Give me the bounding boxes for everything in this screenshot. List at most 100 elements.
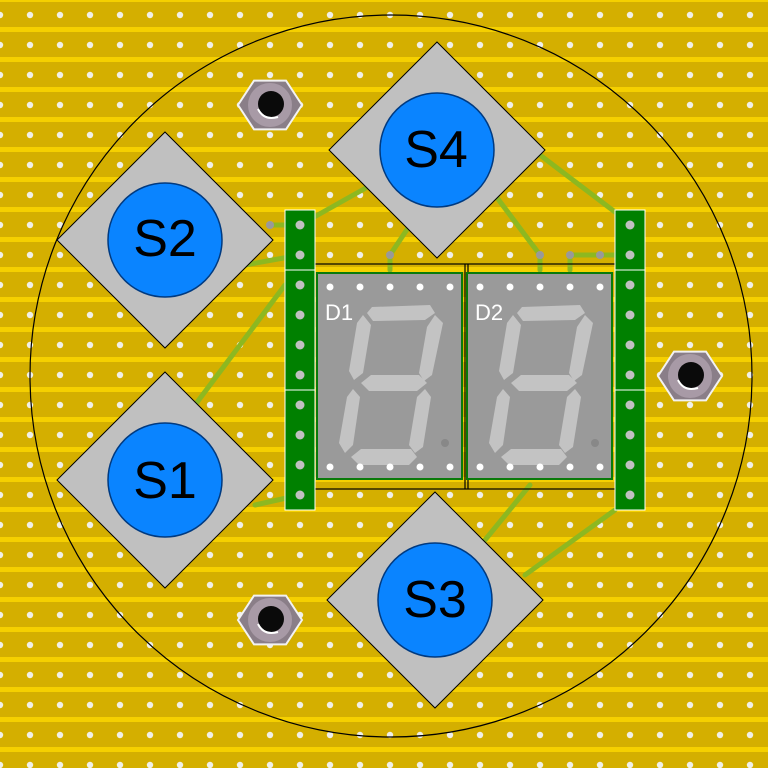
strip-hole (56, 101, 64, 109)
strip-hole (146, 41, 154, 49)
strip-hole (326, 131, 334, 139)
header-segment (284, 209, 316, 271)
strip-hole (326, 731, 334, 739)
strip-hole (56, 11, 64, 19)
strip-hole (266, 551, 274, 559)
strip-hole (446, 761, 454, 768)
header-segment (614, 389, 646, 511)
header-pin (295, 370, 305, 380)
strip-hole (236, 71, 244, 79)
strip-hole (326, 761, 334, 768)
wire (387, 222, 413, 258)
strip-hole (146, 701, 154, 709)
header-pin (295, 340, 305, 350)
strip-hole (56, 401, 64, 409)
strip-hole (506, 491, 514, 499)
strip-hole (656, 281, 664, 289)
strip-gap (0, 537, 768, 542)
strip-hole (0, 641, 4, 649)
display-pin (536, 283, 544, 291)
strip-hole (506, 191, 514, 199)
strip-hole (116, 41, 124, 49)
strip-hole (236, 671, 244, 679)
header-pin (295, 280, 305, 290)
strip-hole (656, 761, 664, 768)
strip-hole (476, 41, 484, 49)
strip-hole (26, 491, 34, 499)
strip-hole (506, 251, 514, 259)
strip-hole (416, 761, 424, 768)
strip-hole (0, 431, 4, 439)
strip-hole (296, 581, 304, 589)
strip-hole (716, 671, 724, 679)
display-d2 (466, 272, 613, 480)
strip-hole (146, 611, 154, 619)
strip-hole (0, 71, 4, 79)
display-pin (506, 283, 514, 291)
strip-hole (746, 311, 754, 319)
header-pin (295, 220, 305, 230)
strip-hole (296, 671, 304, 679)
strip-hole (536, 581, 544, 589)
strip-hole (716, 551, 724, 559)
strip-hole (536, 521, 544, 529)
strip-hole (686, 461, 694, 469)
strip-hole (116, 761, 124, 768)
strip-hole (26, 611, 34, 619)
strip-hole (566, 161, 574, 169)
strip-hole (656, 101, 664, 109)
strip-hole (56, 161, 64, 169)
strip-hole (26, 311, 34, 319)
strip-hole (446, 41, 454, 49)
strip-hole (86, 401, 94, 409)
strip-hole (746, 71, 754, 79)
strip-hole (746, 581, 754, 589)
strip-hole (116, 71, 124, 79)
strip-hole (476, 701, 484, 709)
strip-hole (86, 731, 94, 739)
strip-hole (0, 731, 4, 739)
strip-hole (116, 11, 124, 19)
strip-hole (566, 611, 574, 619)
strip-hole (206, 41, 214, 49)
mounting-nut-bottom (236, 594, 304, 646)
strip-hole (296, 161, 304, 169)
strip-hole (716, 311, 724, 319)
display-pin (326, 463, 334, 471)
strip-hole (386, 71, 394, 79)
strip-hole (566, 761, 574, 768)
strip-hole (56, 461, 64, 469)
strip-hole (176, 731, 184, 739)
strip-hole (236, 641, 244, 649)
strip-hole (686, 401, 694, 409)
strip-hole (746, 491, 754, 499)
strip-hole (176, 611, 184, 619)
strip-hole (296, 731, 304, 739)
header-pin (625, 310, 635, 320)
strip-hole (26, 41, 34, 49)
strip-hole (566, 551, 574, 559)
switch-s3 (326, 491, 544, 709)
strip-hole (86, 371, 94, 379)
strip-hole (476, 671, 484, 679)
strip-hole (0, 11, 4, 19)
strip-hole (326, 641, 334, 649)
strip-hole (206, 641, 214, 649)
strip-hole (656, 221, 664, 229)
strip-hole (0, 41, 4, 49)
strip-hole (86, 641, 94, 649)
strip-hole (326, 41, 334, 49)
display-segment (499, 315, 521, 380)
strip-hole (686, 551, 694, 559)
strip-hole (26, 461, 34, 469)
strip-hole (56, 131, 64, 139)
strip-hole (86, 161, 94, 169)
strip-hole (536, 131, 544, 139)
strip-hole (86, 431, 94, 439)
nut-hole (258, 91, 284, 117)
strip-hole (686, 101, 694, 109)
strip-hole (266, 671, 274, 679)
strip-hole (56, 761, 64, 768)
strip-hole (206, 371, 214, 379)
